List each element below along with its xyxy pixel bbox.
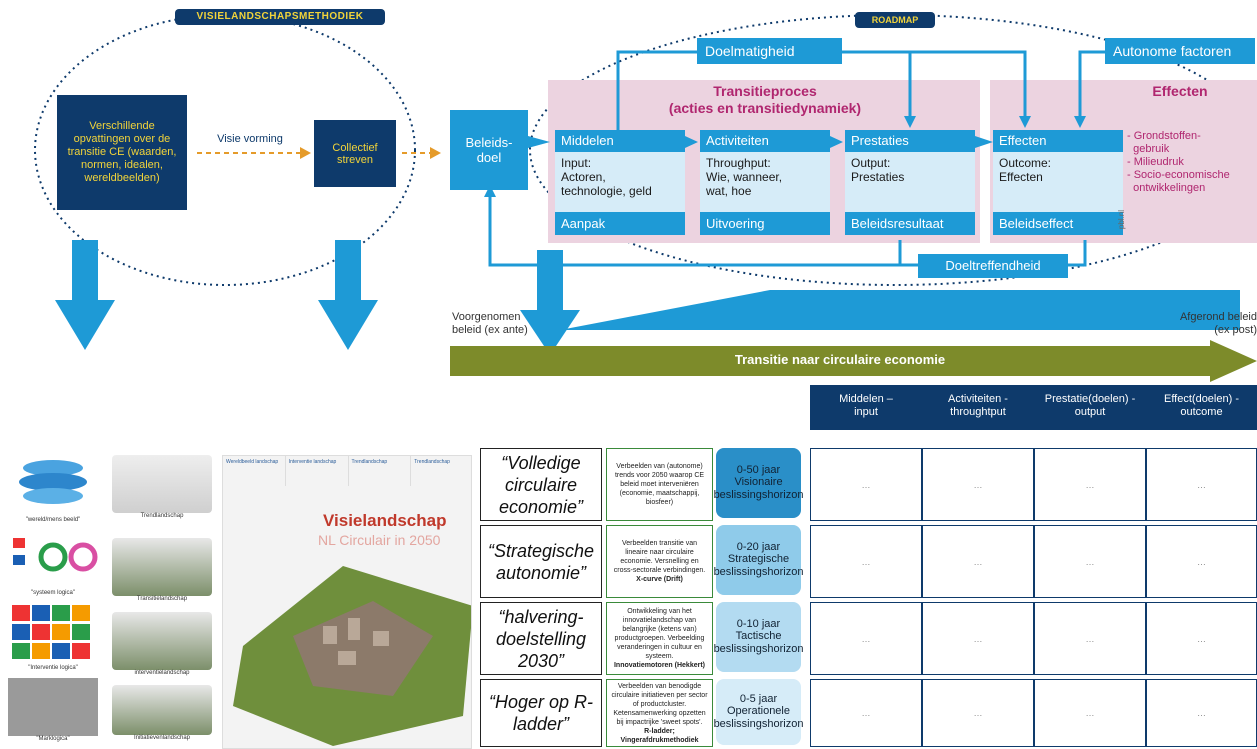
grid-cell: … (1146, 525, 1257, 598)
pbl-label: pbl.nl (1117, 209, 1127, 230)
row-desc: Verbeelden transitie van lineaire naar c… (606, 525, 713, 598)
row-desc: Verbeelden van (autonome) trends voor 20… (606, 448, 713, 521)
row-quote: “halvering- doelstelling 2030” (480, 602, 602, 675)
big-image-title: Visielandschap (323, 511, 447, 530)
left-tag: VISIELANDSCHAPSMETHODIEK (175, 9, 385, 25)
transitie-arrow (450, 340, 1257, 382)
thumb-worldview: "wereld/mens beeld" (8, 450, 98, 523)
stage-title: Middelen (555, 130, 685, 152)
thumb-transitie: Transitielandschap (112, 538, 212, 610)
stage-body: Input: Actoren, technologie, geld (555, 152, 685, 212)
beleidsdoel-box: Beleids- doel (450, 110, 528, 190)
timeline-wedge (560, 290, 1240, 330)
grid-cell: … (810, 602, 922, 675)
effect-list: - Grondstoffen- gebruik - Milieudruk - S… (1127, 130, 1230, 194)
grid-cell: … (922, 448, 1034, 521)
row-desc: Verbeelden van benodigde circulaire init… (606, 679, 713, 747)
thumb-intervention: "Interventie logica" (8, 602, 98, 671)
col-header-middelen: Middelen – input (810, 385, 922, 430)
thumb-interventie: interventielandschap (112, 612, 212, 684)
landscape-drawing (233, 566, 471, 746)
stage-foot: Aanpak (555, 212, 685, 235)
row-desc: Ontwikkeling van het innovatielandschap … (606, 602, 713, 675)
ellipses (34, 14, 1257, 286)
col-header-effect: Effect(doelen) - outcome (1146, 385, 1257, 430)
views-box: Verschillende opvattingen over de transi… (57, 95, 187, 210)
thumb-system: "systeem logica" (8, 530, 98, 596)
transitie-label: Transitie naar circulaire economie (734, 352, 946, 367)
stage-middelen: Middelen Input: Actoren, technologie, ge… (555, 130, 685, 235)
roadmap-connectors (484, 50, 1105, 267)
stage-arrows (528, 136, 993, 148)
visielandschap-image: Wereldbeeld landschap Interventie landsc… (222, 455, 472, 749)
grid-cell: … (1034, 525, 1146, 598)
grid-cell: … (922, 602, 1034, 675)
stage-body: Throughput: Wie, wanneer, wat, hoe (700, 152, 830, 212)
voorgenomen-label: Voorgenomen beleid (ex ante) (452, 311, 528, 336)
collectief-box: Collectief streven (314, 120, 396, 187)
visie-vorming-label: Visie vorming (217, 133, 283, 145)
row-quote: “Volledige circulaire economie” (480, 448, 602, 521)
stage-activiteiten: Activiteiten Throughput: Wie, wanneer, w… (700, 130, 830, 235)
visie-arrow (197, 147, 311, 159)
col-header-activiteiten: Activiteiten - throughtput (922, 385, 1034, 430)
grid-cell: … (810, 679, 922, 747)
thumb-trend: Trendlandschap (112, 455, 212, 527)
grid-cell: … (810, 525, 922, 598)
row-quote: “Hoger op R- ladder” (480, 679, 602, 747)
stage-title: Activiteiten (700, 130, 830, 152)
grid-cell: … (1034, 602, 1146, 675)
down-arrows (55, 240, 580, 355)
stage-effecten: Effecten Outcome: Effecten Beleidseffect (993, 130, 1123, 235)
doelmatigheid-box: Doelmatigheid (697, 38, 842, 64)
thumb-initiatieven: Initiatievenlandschap (112, 685, 212, 747)
doeltreffendheid-box: Doeltreffendheid (918, 254, 1068, 278)
grid-cell: … (810, 448, 922, 521)
right-tag: ROADMAP (855, 12, 935, 28)
grid-cell: … (1146, 448, 1257, 521)
transitieproces-title: Transitieproces (acties en transitiedyna… (668, 83, 862, 116)
stage-title: Effecten (993, 130, 1123, 152)
stage-body: Output: Prestaties (845, 152, 975, 212)
collectief-arrow (402, 147, 441, 159)
stages: Middelen Input: Actoren, technologie, ge… (555, 130, 985, 235)
stage-foot: Uitvoering (700, 212, 830, 235)
grid-cell: … (1146, 679, 1257, 747)
stage-body: Outcome: Effecten (993, 152, 1123, 212)
stage-foot: Beleidseffect (993, 212, 1123, 235)
grid-cell: … (1034, 679, 1146, 747)
stage-prestaties: Prestaties Output: Prestaties Beleidsres… (845, 130, 975, 235)
grid-cell: … (1146, 602, 1257, 675)
grid-cell: … (922, 679, 1034, 747)
row-quote: “Strategische autonomie” (480, 525, 602, 598)
grid-cell: … (922, 525, 1034, 598)
big-tabs: Wereldbeeld landschap Interventie landsc… (223, 456, 471, 486)
thumb-market: "Marklogica" (8, 678, 98, 748)
col-header-prestatie: Prestatie(doelen) - output (1034, 385, 1146, 430)
big-image-subtitle: NL Circulair in 2050 (318, 532, 441, 548)
stage-title: Prestaties (845, 130, 975, 152)
autonome-box: Autonome factoren (1105, 38, 1255, 64)
effecten-title: Effecten (1152, 83, 1208, 99)
afgerond-label: Afgerond beleid (ex post) (1179, 311, 1257, 336)
stage-foot: Beleidsresultaat (845, 212, 975, 235)
grid-cell: … (1034, 448, 1146, 521)
